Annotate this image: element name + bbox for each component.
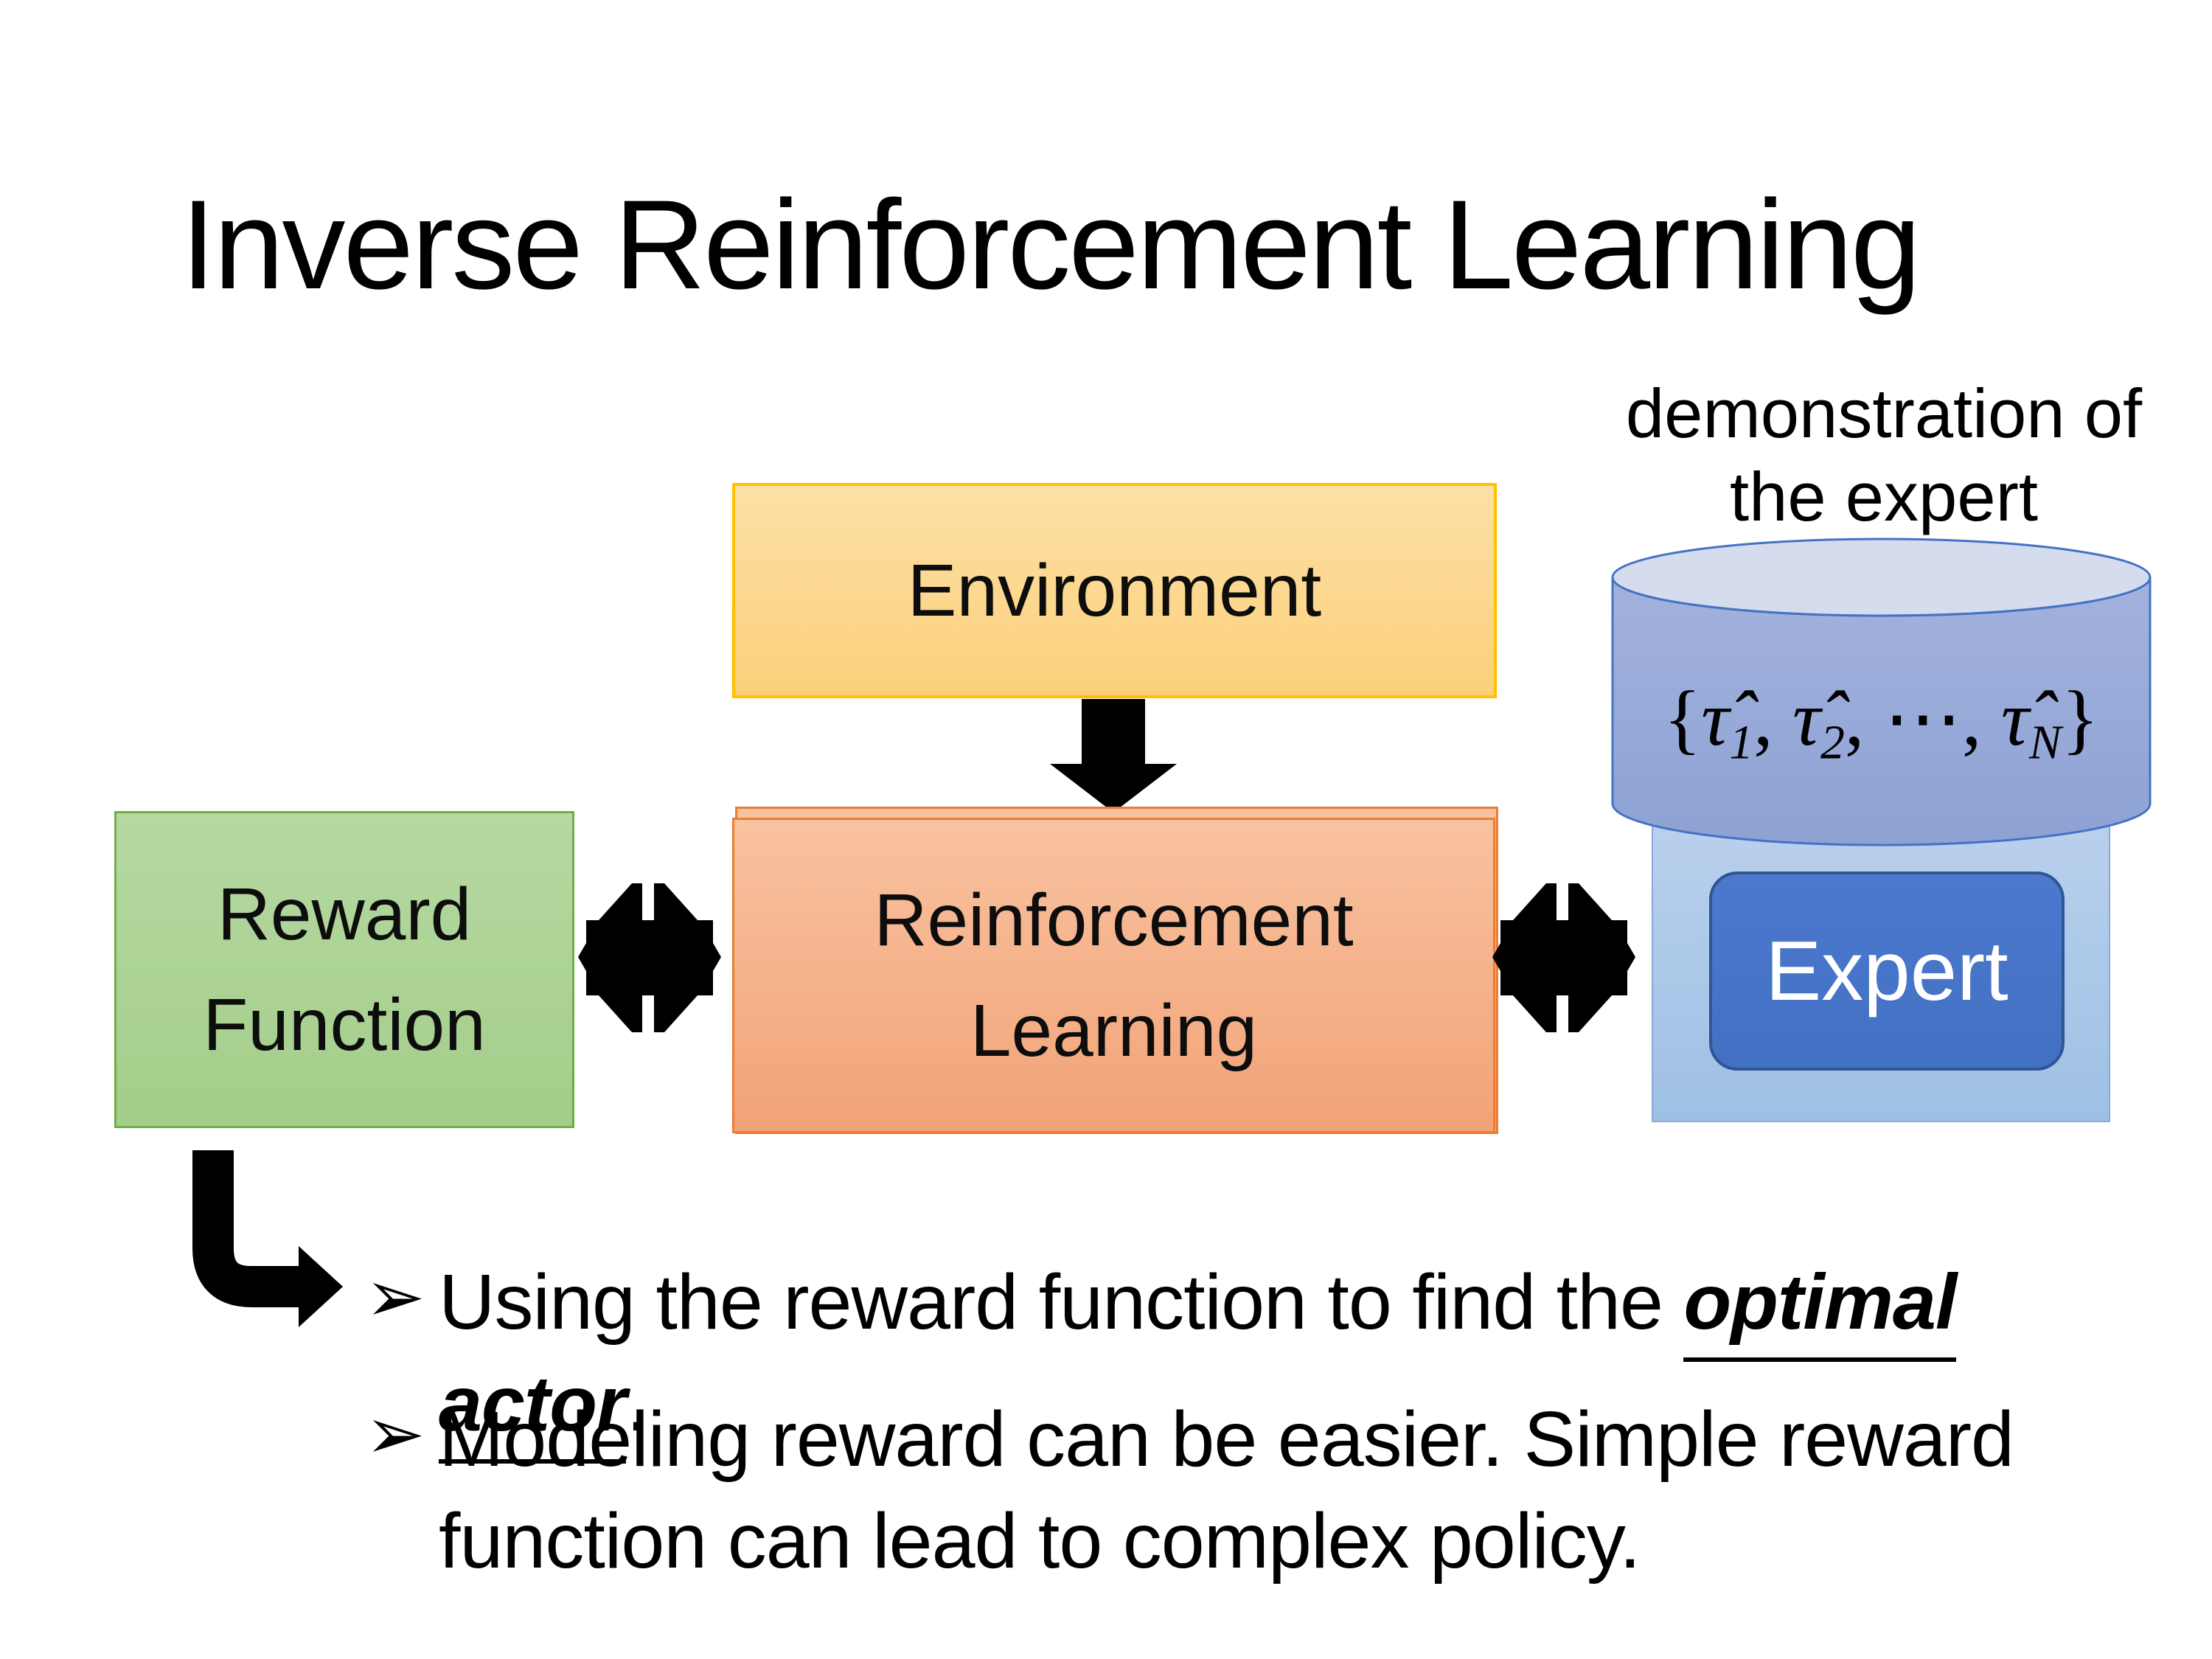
double-arrow-right-icon [1492, 883, 1635, 1032]
bullet-1-emphasis: optimal actor [439, 1259, 1957, 1464]
bullet-arrow-icon: ➢ [365, 1394, 425, 1474]
reinforcement-learning-node: Reinforcement Learning [732, 818, 1495, 1133]
formula-close-brace: } [2061, 675, 2099, 762]
tau-2: τ̂ [1792, 675, 1821, 762]
reinforcement-learning-node-label: Reinforcement Learning [874, 879, 1354, 1072]
formula-ellipsis: ⋯ [1883, 675, 1962, 762]
expert-node: Expert [1709, 872, 2065, 1071]
formula-comma-3: , [1961, 675, 2001, 762]
environment-node: Environment [732, 483, 1497, 698]
bullet-item-optimal-actor: ➢ Using the reward function to find the … [365, 1252, 2179, 1464]
double-arrow-left-icon [578, 883, 721, 1032]
tau-2-subscript: 2 [1820, 715, 1845, 770]
formula-comma-2: , [1844, 675, 1884, 762]
expert-node-label: Expert [1765, 924, 2008, 1018]
database-cylinder-icon [1611, 538, 2152, 846]
reward-function-node: Reward Function [114, 811, 574, 1128]
tau-n: τ̂ [2000, 675, 2029, 762]
bullet-item-modeling-reward: ➢ Modeling reward can be easier. Simple … [365, 1389, 2061, 1593]
bent-arrow-icon [192, 1150, 343, 1327]
formula-comma-1: , [1753, 675, 1793, 762]
bullet-arrow-icon: ➢ [365, 1256, 425, 1337]
tau-1-subscript: 1 [1729, 715, 1754, 770]
demonstration-label: demonstration of the expert [1625, 375, 2143, 535]
bullet-1-pre: Using the reward function to find the [439, 1259, 1684, 1346]
bullet-1-post: . [626, 1360, 647, 1447]
trajectory-set-formula: {τ̂1, τ̂2, ⋯, τ̂N} [1611, 672, 2152, 771]
bullet-text: Modeling reward can be easier. Simple re… [439, 1396, 2014, 1585]
bullet-text: Using the reward function to find the op… [439, 1252, 2179, 1464]
reward-function-node-label: Reward Function [203, 873, 486, 1066]
tau-n-subscript: N [2028, 715, 2062, 770]
environment-node-label: Environment [907, 549, 1322, 632]
page-title: Inverse Reinforcement Learning [181, 174, 1921, 316]
formula-open-brace: { [1663, 675, 1702, 762]
tau-1: τ̂ [1701, 675, 1730, 762]
down-arrow-icon [1050, 699, 1177, 813]
